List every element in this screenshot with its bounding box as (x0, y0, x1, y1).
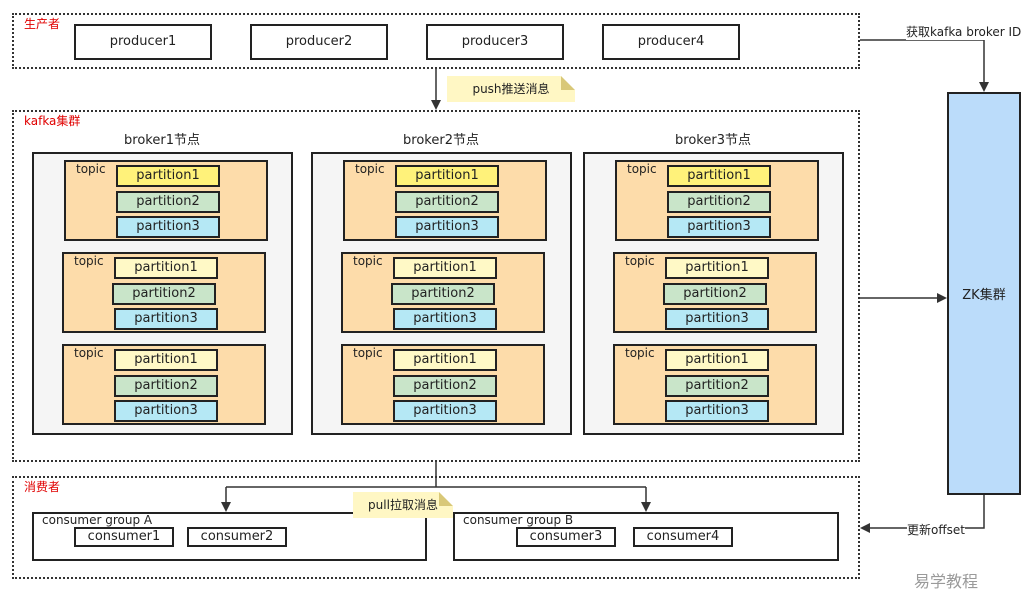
partition-2: partition2 (114, 375, 218, 397)
broker-3-title: broker3节点 (675, 133, 751, 148)
topic-label: topic (355, 162, 385, 176)
partition-2: partition2 (395, 191, 499, 213)
broker-3-topic-1: topic partition1 partition2 partition3 (615, 160, 819, 241)
partition-1: partition1 (395, 165, 499, 187)
producer-1[interactable]: producer1 (74, 24, 212, 60)
kafka-cluster: kafka集群 (12, 110, 860, 462)
producer-3[interactable]: producer3 (426, 24, 564, 60)
partition-3: partition3 (665, 308, 769, 330)
topic-label: topic (627, 162, 657, 176)
watermark: 易学教程 (914, 572, 979, 591)
partition-1: partition1 (665, 349, 769, 371)
consumer-area-label: 消费者 (24, 480, 61, 494)
zk-cluster-label: ZK集群 (962, 288, 1006, 303)
producer-2[interactable]: producer2 (250, 24, 388, 60)
partition-1: partition1 (665, 257, 769, 279)
consumer-4[interactable]: consumer4 (633, 527, 733, 547)
partition-2: partition2 (663, 283, 767, 305)
broker-1-topic-3: topic partition1 partition2 partition3 (62, 344, 266, 425)
partition-2: partition2 (665, 375, 769, 397)
broker-2-topic-2: topic partition1 partition2 partition3 (341, 252, 545, 333)
partition-3: partition3 (114, 308, 218, 330)
partition-3: partition3 (665, 400, 769, 422)
consumer-group-a-label: consumer group A (42, 513, 153, 527)
topic-label: topic (353, 346, 383, 360)
get-broker-label: 获取kafka broker ID (906, 23, 1022, 40)
consumer-2[interactable]: consumer2 (187, 527, 287, 547)
push-note-text: push推送消息 (472, 82, 550, 96)
broker-1-topic-2: topic partition1 partition2 partition3 (62, 252, 266, 333)
pull-note: pull拉取消息 (353, 492, 453, 518)
partition-1: partition1 (667, 165, 771, 187)
partition-3: partition3 (393, 308, 497, 330)
producer-4[interactable]: producer4 (602, 24, 740, 60)
consumer-group-b-label: consumer group B (463, 513, 574, 527)
partition-3: partition3 (116, 216, 220, 238)
partition-1: partition1 (114, 349, 218, 371)
pull-note-text: pull拉取消息 (368, 498, 438, 512)
zk-cluster[interactable]: ZK集群 (947, 92, 1021, 495)
get-broker-arrow (860, 39, 989, 92)
note-fold-icon (439, 492, 453, 506)
kafka-cluster-label: kafka集群 (24, 114, 81, 128)
partition-2: partition2 (667, 191, 771, 213)
producer-group: 生产者 producer1 producer2 producer3 produc… (12, 13, 860, 69)
topic-label: topic (76, 162, 106, 176)
consumer-3[interactable]: consumer3 (516, 527, 616, 547)
producer-group-label: 生产者 (24, 17, 61, 31)
consumer-group-a: consumer group A consumer1 consumer2 (32, 512, 427, 561)
broker-2-topic-1: topic partition1 partition2 partition3 (343, 160, 547, 241)
broker-1-title: broker1节点 (124, 133, 200, 148)
partition-2: partition2 (112, 283, 216, 305)
topic-label: topic (625, 346, 655, 360)
partition-2: partition2 (391, 283, 495, 305)
note-fold-icon (561, 76, 575, 90)
partition-3: partition3 (667, 216, 771, 238)
broker-3-topic-3: topic partition1 partition2 partition3 (613, 344, 817, 425)
partition-1: partition1 (393, 349, 497, 371)
broker-2-topic-3: topic partition1 partition2 partition3 (341, 344, 545, 425)
topic-label: topic (74, 254, 104, 268)
partition-1: partition1 (114, 257, 218, 279)
push-note: push推送消息 (447, 76, 575, 102)
partition-3: partition3 (114, 400, 218, 422)
update-offset-arrow (860, 495, 985, 533)
topic-label: topic (353, 254, 383, 268)
update-offset-label: 更新offset (907, 521, 965, 538)
broker-1-topic-1: topic partition1 partition2 partition3 (64, 160, 268, 241)
partition-1: partition1 (116, 165, 220, 187)
consumer-1[interactable]: consumer1 (74, 527, 174, 547)
partition-3: partition3 (395, 216, 499, 238)
partition-2: partition2 (116, 191, 220, 213)
broker-2-title: broker2节点 (403, 133, 479, 148)
partition-1: partition1 (393, 257, 497, 279)
topic-label: topic (74, 346, 104, 360)
partition-3: partition3 (393, 400, 497, 422)
partition-2: partition2 (393, 375, 497, 397)
topic-label: topic (625, 254, 655, 268)
broker-3-topic-2: topic partition1 partition2 partition3 (613, 252, 817, 333)
consumer-group-b: consumer group B consumer3 consumer4 (453, 512, 839, 561)
